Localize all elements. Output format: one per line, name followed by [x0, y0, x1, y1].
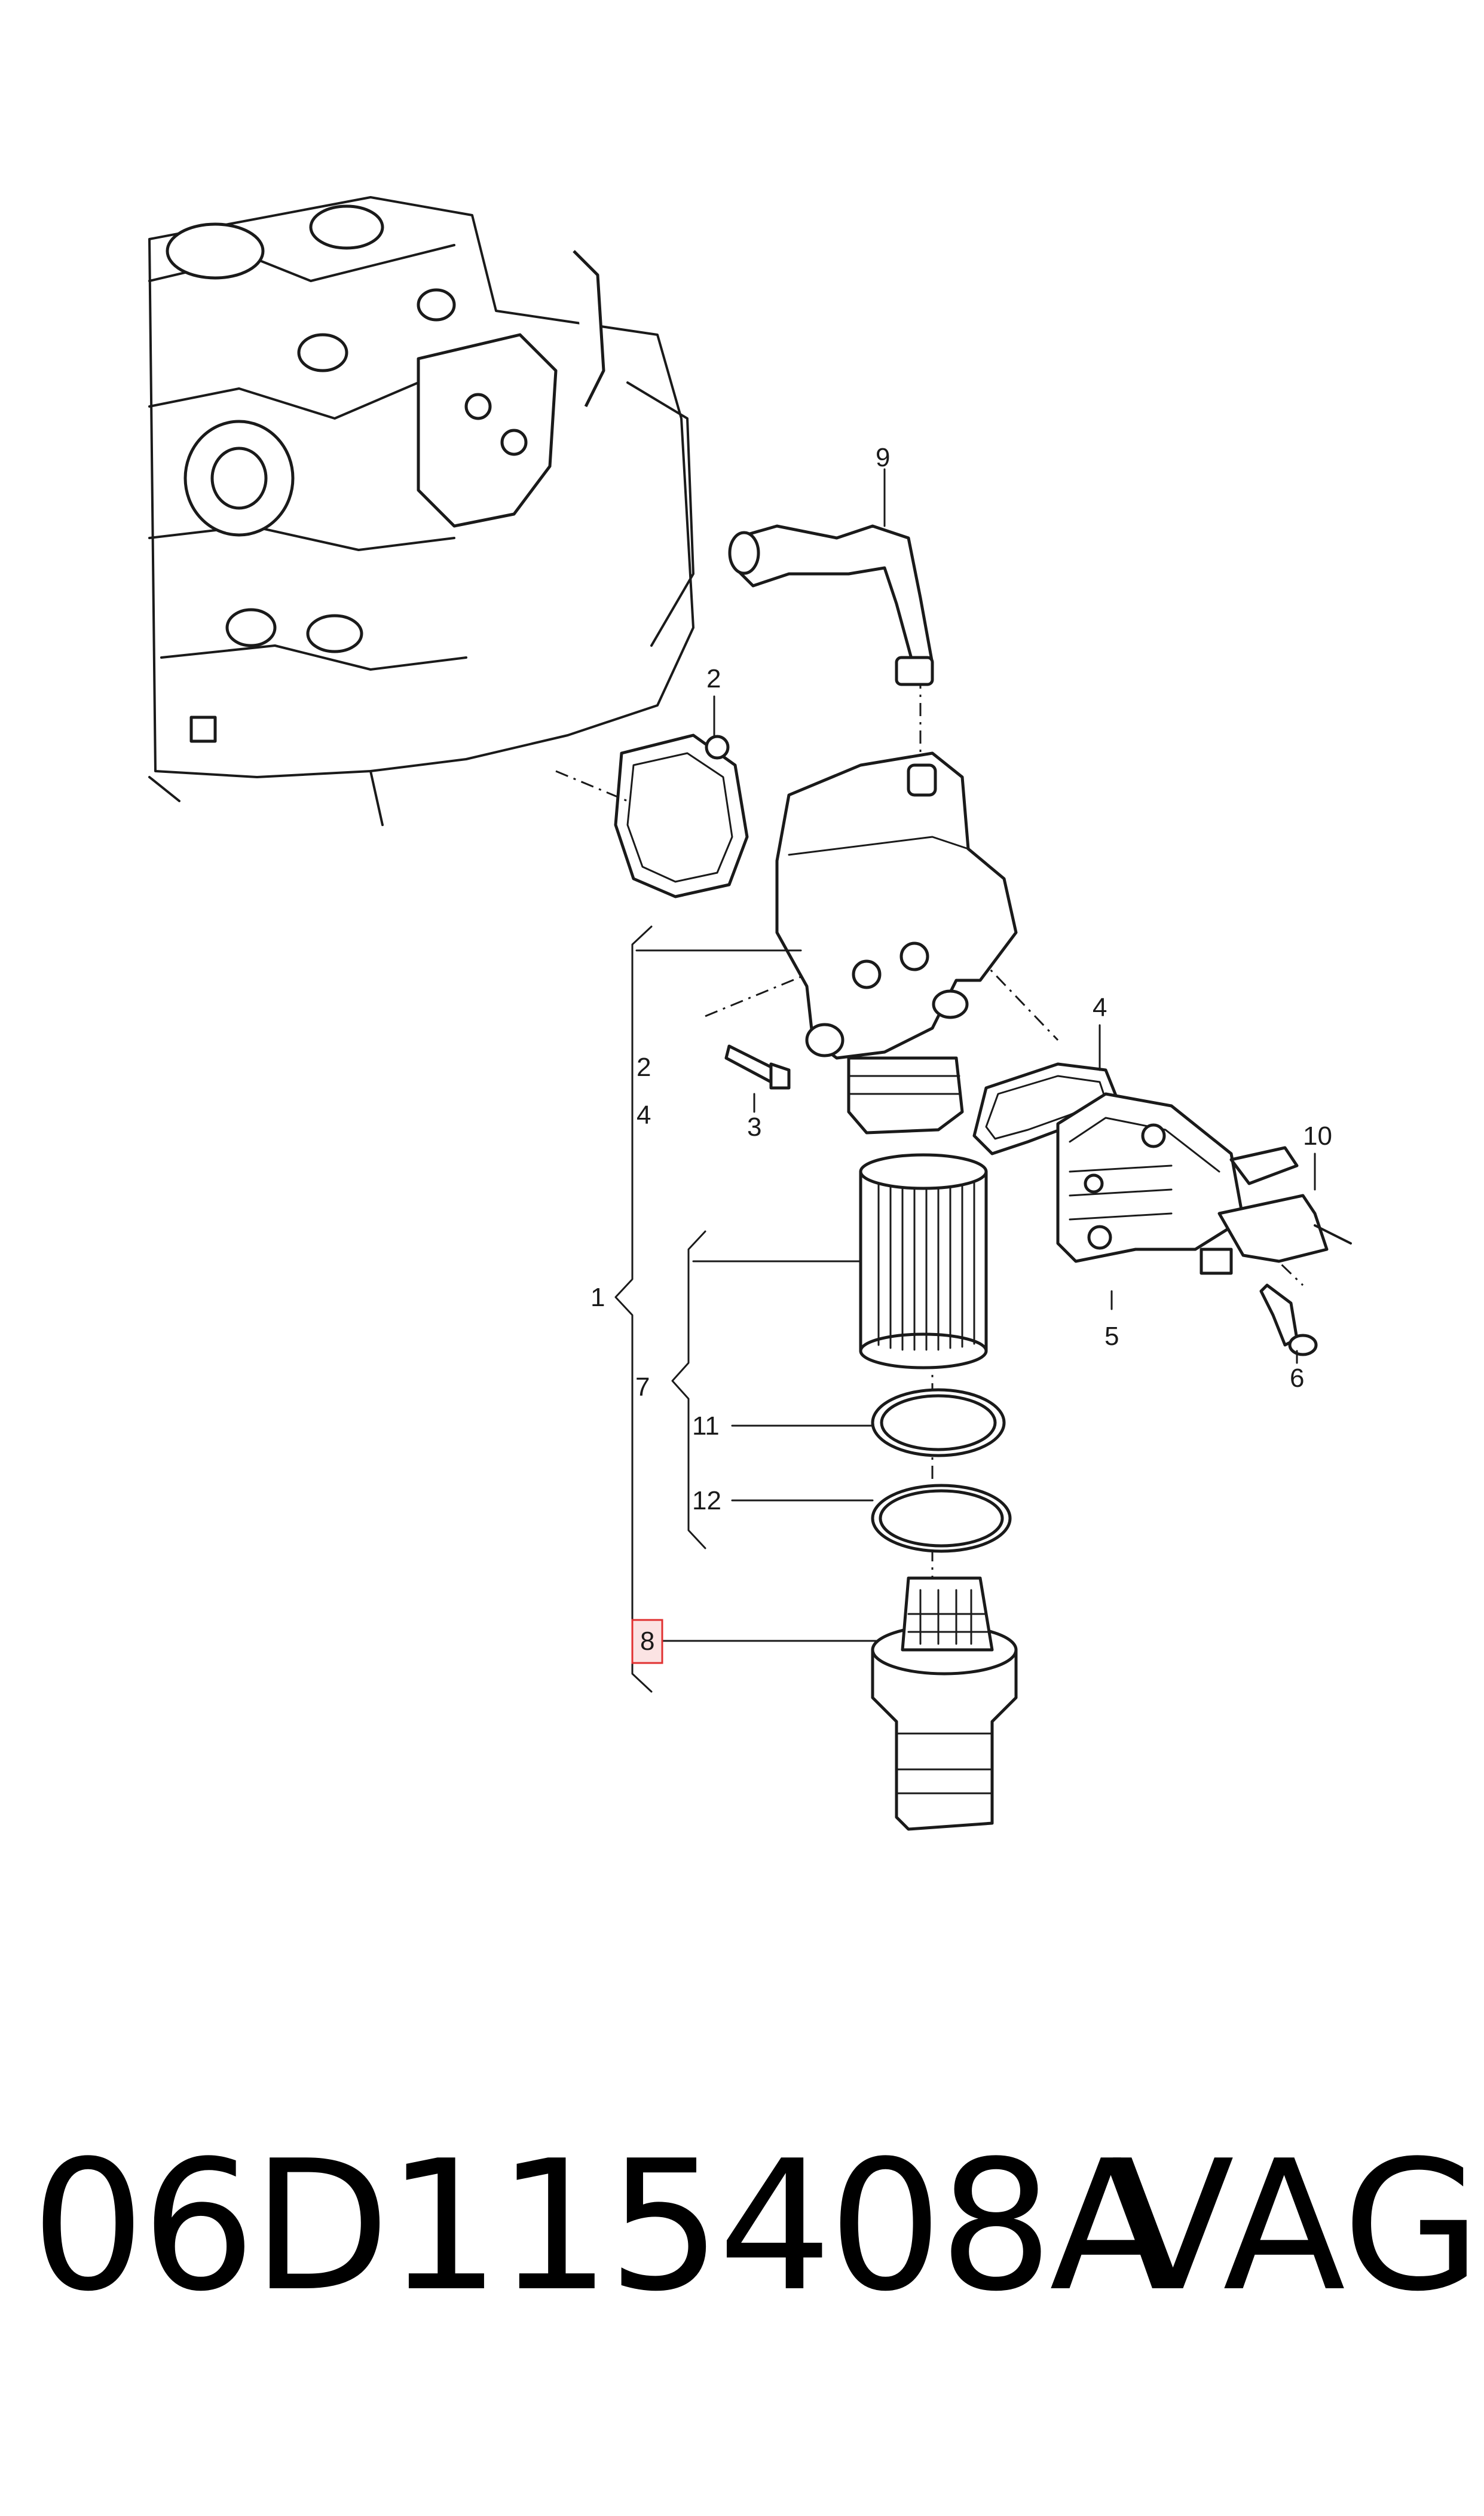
o-ring [871, 1388, 1006, 1457]
callouts: 1 2 2 4 3 4 5 6 7 9 10 11 12 8 [590, 443, 1332, 1664]
callout-4: 4 [1093, 993, 1107, 1022]
engine-block [148, 196, 694, 826]
callout-7: 7 [635, 1372, 650, 1402]
callout-1: 1 [590, 1283, 605, 1312]
bolt [1259, 1283, 1318, 1356]
footer: 06D115408A VAG [0, 2128, 1484, 2325]
o-ring [871, 1484, 1012, 1553]
gasket-upper [614, 733, 749, 898]
part-number: 06D115408A [31, 2122, 1172, 2331]
callout-4: 4 [637, 1100, 651, 1130]
callout-brackets [614, 925, 706, 1693]
callout-12: 12 [692, 1486, 721, 1515]
callout-2: 2 [706, 664, 721, 693]
filter-element [859, 1153, 988, 1369]
leader-lines [635, 468, 1316, 1642]
oil-cooler [1056, 1092, 1245, 1263]
callout-6: 6 [1290, 1364, 1304, 1393]
callout-5: 5 [1104, 1322, 1119, 1351]
bracket [1200, 1146, 1352, 1275]
breather-hose [728, 524, 934, 686]
callout-3: 3 [747, 1112, 761, 1142]
callout-11: 11 [692, 1411, 720, 1441]
callout-9: 9 [876, 443, 890, 472]
bolt [724, 1044, 791, 1090]
callout-2: 2 [637, 1053, 651, 1082]
filter-cap [871, 1576, 1018, 1831]
oil-filter-housing [775, 751, 1018, 1135]
callout-8-highlight [631, 1619, 663, 1664]
callout-8: 8 [640, 1627, 654, 1656]
callout-10: 10 [1303, 1121, 1332, 1151]
brand-label: VAG [1112, 2122, 1482, 2331]
